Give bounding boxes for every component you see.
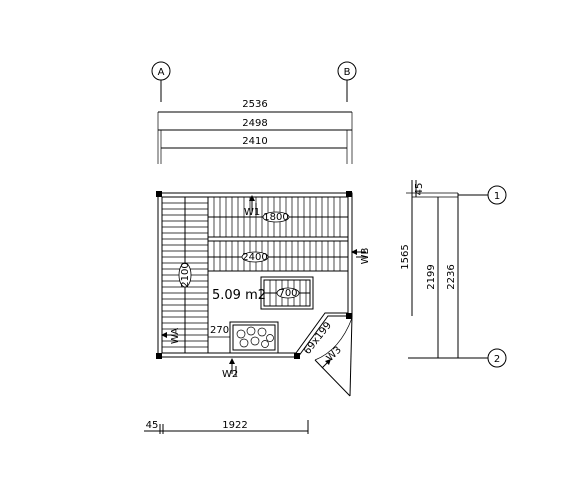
axis-marker-2: 2 <box>408 348 507 368</box>
bench-small-label: 700 <box>278 288 297 299</box>
dim-top-3: 2410 <box>242 136 267 147</box>
dim-top-2: 2498 <box>242 118 267 129</box>
dim-right-45: 45 <box>414 183 425 196</box>
right-dimension-lines <box>406 180 459 358</box>
wall-label-w2: W2 <box>222 369 238 380</box>
top-dimension-lines <box>157 111 353 164</box>
svg-text:2: 2 <box>494 354 500 365</box>
wall-marker-wb <box>351 249 366 258</box>
wall-label-w1: W1 <box>244 207 260 218</box>
bench-left <box>161 196 209 354</box>
axis-marker-a: A <box>151 61 171 102</box>
bench-left-label: 2100 <box>180 262 191 287</box>
wall-label-wb: WB <box>360 247 371 264</box>
svg-text:B: B <box>344 67 351 78</box>
bottom-dimension-lines <box>144 420 309 434</box>
svg-text:1: 1 <box>494 191 500 202</box>
bench-middle-label: 2400 <box>242 252 267 263</box>
axis-marker-1: 1 <box>458 185 507 205</box>
wall-marker-w2 <box>229 358 237 376</box>
svg-text:A: A <box>158 67 165 78</box>
stove <box>229 321 279 354</box>
door <box>314 315 353 397</box>
bench-upper <box>207 196 349 238</box>
wall-label-wa: WA <box>170 328 181 344</box>
dim-top-1: 2536 <box>242 99 267 110</box>
axis-marker-b: B <box>337 61 357 102</box>
bench-upper-label: 1800 <box>263 212 288 223</box>
wall-marker-w3 <box>321 359 331 369</box>
bench-middle <box>207 240 349 272</box>
dim-right-2236: 2236 <box>446 264 457 289</box>
wall-marker-w1 <box>249 195 257 214</box>
stove-dimension: 270 <box>210 325 229 336</box>
room-area: 5.09 m2 <box>212 288 266 303</box>
dim-right-1565: 1565 <box>400 244 411 269</box>
bench-small <box>260 276 314 310</box>
wall-marker-wa <box>161 332 172 338</box>
dim-bottom-45: 45 <box>146 420 159 431</box>
dim-right-2199: 2199 <box>426 264 437 289</box>
dim-bottom-1922: 1922 <box>222 420 247 431</box>
